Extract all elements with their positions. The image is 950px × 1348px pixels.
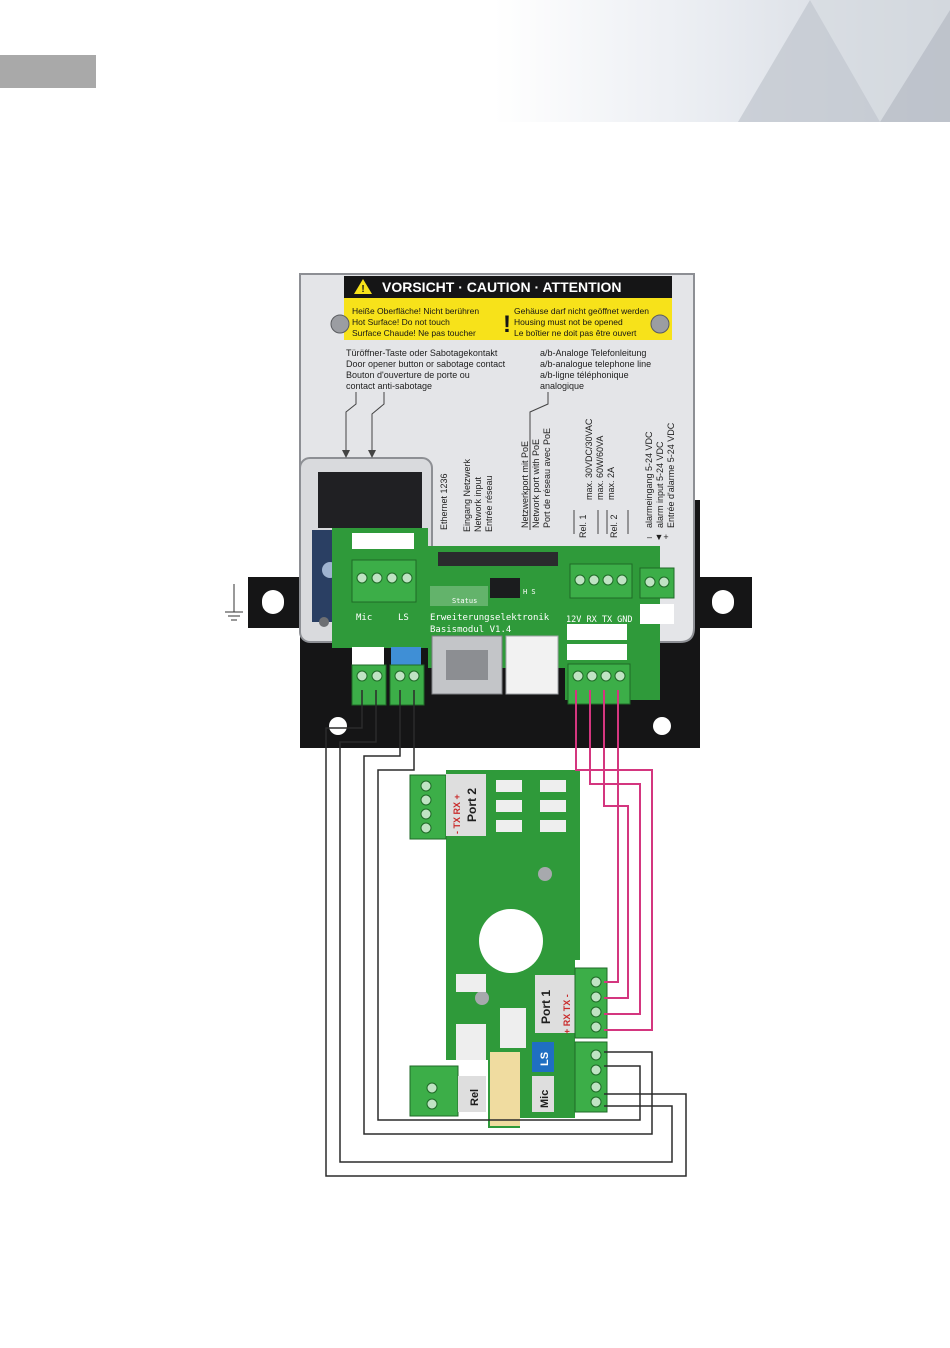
port2-label: Port 2 <box>465 788 479 822</box>
screw-icon <box>330 314 350 334</box>
door-opener-label-1: Türöffner-Taste oder Sabotagekontakt <box>346 348 498 358</box>
terminal-block <box>389 664 425 706</box>
alarm-label-3: Entrée d'alarme 5-24 VDC <box>666 422 676 528</box>
hs-label: H S <box>523 588 536 596</box>
alarm-label-1: alarmeingang 5-24 VDC <box>644 431 654 528</box>
caution-sign: ! VORSICHT · CAUTION · ATTENTION Heiße O… <box>330 276 672 340</box>
ethernet-label: Ethernet 1236 <box>439 473 449 530</box>
poe-port-label-1: Netzwerkport mit PoE <box>520 441 530 528</box>
tx-rx-bottom-label: + RX TX - <box>562 994 572 1034</box>
poe-port-label-3: Port de réseau avec PoE <box>542 428 552 528</box>
exclamation-icon: ! <box>503 311 511 338</box>
board-sub: Basismodul V1.4 <box>430 625 511 635</box>
caution-right-1: Gehäuse darf nicht geöffnet werden <box>514 306 649 316</box>
caution-left-3: Surface Chaude! Ne pas toucher <box>352 328 476 338</box>
caution-right-2: Housing must not be opened <box>514 317 623 327</box>
network-input-label-3: Entrée réseau <box>484 475 494 532</box>
alarm-polarity-label: – ▼+ <box>647 532 669 542</box>
poe-port-label-2: Network port with PoE <box>531 439 541 528</box>
caution-title: VORSICHT · CAUTION · ATTENTION <box>382 279 622 295</box>
analog-line-label-4: analogique <box>540 381 584 391</box>
module-rel-label: Rel <box>469 1089 481 1106</box>
rs485-label: 12V RX TX GND <box>566 615 633 625</box>
module-hole <box>479 909 543 973</box>
ls-label: LS <box>398 613 409 623</box>
door-opener-label-4: contact anti-sabotage <box>346 381 432 391</box>
rel2-label: Rel. 2 <box>609 514 619 538</box>
rel1-label: Rel. 1 <box>578 514 588 538</box>
caution-left-1: Heiße Oberfläche! Nicht berühren <box>352 306 479 316</box>
analog-line-label-2: a/b-analogue telephone line <box>540 359 651 369</box>
alarm-label-2: alarm input 5-24 VDC <box>655 441 665 528</box>
board-title: Erweiterungselektronik <box>430 613 550 623</box>
door-opener-label-3: Bouton d'ouverture de porte ou <box>346 370 470 380</box>
audio-wires <box>325 690 687 1177</box>
terminal-block <box>567 663 631 705</box>
screw-icon <box>650 314 670 334</box>
header-tab <box>0 55 96 88</box>
terminal-block <box>351 664 387 706</box>
status-label: Status <box>452 597 477 605</box>
network-input-label-1: Eingang Netzwerk <box>462 458 472 532</box>
header-triangles <box>738 0 950 122</box>
network-input-label-2: Network input <box>473 476 483 532</box>
analog-line-label-1: a/b-Analoge Telefonleitung <box>540 348 646 358</box>
analog-line-label-3: a/b-ligne téléphonique <box>540 370 629 380</box>
rj45-jack-white <box>505 635 559 695</box>
tx-rx-top-label: - TX RX + <box>452 794 462 834</box>
relay-rating-1: max. 30VDC/30VAC <box>584 418 594 500</box>
arrow-down-icon <box>342 450 350 458</box>
port1-label: Port 1 <box>539 990 553 1024</box>
svg-text:!: ! <box>361 284 364 295</box>
mic-label: Mic <box>356 613 372 623</box>
relay-rating-3: max. 2A <box>606 467 616 500</box>
caution-left-2: Hot Surface! Do not touch <box>352 317 450 327</box>
ground-symbol-icon <box>225 584 243 621</box>
main-pcb: Mic LS Status H S Erweiterungselektronik… <box>332 528 675 706</box>
warning-triangle-icon <box>354 279 372 294</box>
door-opener-label-2: Door opener button or sabotage contact <box>346 359 506 369</box>
module-mic-label: Mic <box>539 1090 551 1108</box>
rs485-wires <box>575 690 653 1031</box>
caution-right-3: Le boîtier ne doit pas être ouvert <box>514 328 637 338</box>
extension-module: Port 2 - TX RX + Port 1 + RX TX - LS Mic <box>409 770 608 1128</box>
arrow-down-icon <box>368 450 376 458</box>
relay-rating-2: max. 60W/60VA <box>595 436 605 500</box>
module-ls-label: LS <box>539 1052 551 1066</box>
housing-labels: Türöffner-Taste oder Sabotagekontakt Doo… <box>342 348 676 542</box>
